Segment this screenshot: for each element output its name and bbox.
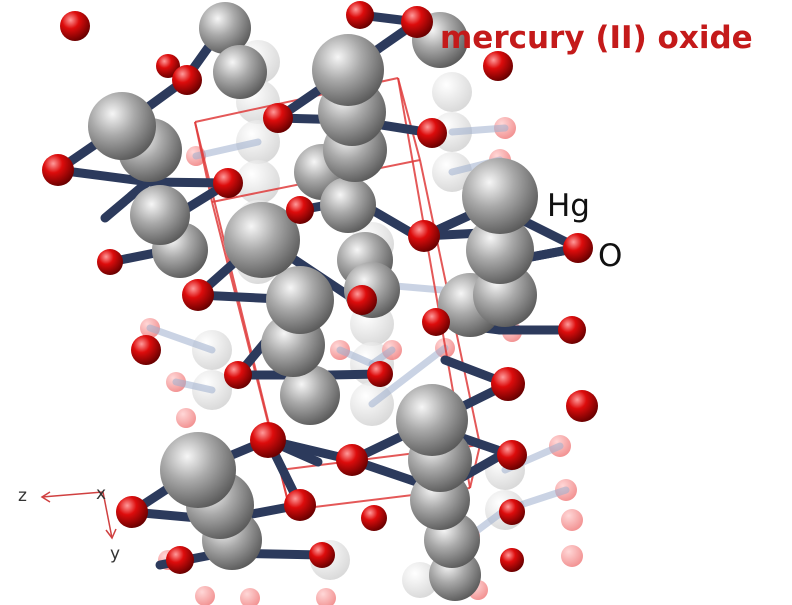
atom-layer <box>42 1 598 601</box>
axis-label-y: y <box>110 544 121 564</box>
axis-y-arrowhead <box>105 528 117 540</box>
o-atom <box>483 51 513 81</box>
hg-atom <box>224 202 300 278</box>
hg-atom <box>462 158 538 234</box>
legend-label-hg: Hg <box>547 188 590 224</box>
o-atom <box>346 1 374 29</box>
o-atom <box>116 496 148 528</box>
o-atom <box>500 548 524 572</box>
hg-atom <box>130 185 190 245</box>
o-atom <box>172 65 202 95</box>
o-atom-distant <box>561 545 583 567</box>
legend-label-o: O <box>598 238 623 274</box>
hg-atom-distant <box>402 562 438 598</box>
o-atom <box>367 361 393 387</box>
o-atom <box>497 440 527 470</box>
o-atom <box>166 546 194 574</box>
axis-z-arrowhead <box>40 491 51 503</box>
o-atom <box>60 11 90 41</box>
hg-atom <box>312 34 384 106</box>
o-atom <box>284 489 316 521</box>
hg-atom <box>320 177 376 233</box>
o-atom <box>42 154 74 186</box>
o-atom <box>286 196 314 224</box>
hg-o-bond <box>100 175 155 223</box>
o-atom <box>224 361 252 389</box>
o-atom <box>156 54 180 78</box>
hg-atom <box>88 92 156 160</box>
o-atom <box>336 444 368 476</box>
diagram-title: mercury (II) oxide <box>440 20 753 56</box>
axis-z-line <box>41 491 104 498</box>
hg-atom-distant <box>432 72 472 112</box>
bond-distant <box>336 346 376 368</box>
o-atom <box>566 390 598 422</box>
axis-label-z: z <box>18 486 27 506</box>
o-atom <box>401 6 433 38</box>
bond-distant <box>448 124 509 136</box>
o-atom-distant <box>561 509 583 531</box>
o-atom-distant <box>316 588 336 605</box>
unit-cell-edge <box>194 121 213 203</box>
o-atom-distant <box>195 586 215 605</box>
axis-indicator <box>40 491 117 540</box>
o-atom <box>417 118 447 148</box>
bond-distant <box>192 138 262 160</box>
o-atom <box>97 249 123 275</box>
o-atom <box>563 233 593 263</box>
o-atom-distant <box>240 588 260 605</box>
o-atom <box>558 316 586 344</box>
o-atom <box>131 335 161 365</box>
hg-atom <box>396 384 468 456</box>
o-atom <box>263 103 293 133</box>
o-atom <box>213 168 243 198</box>
hg-atom <box>266 266 334 334</box>
bond-distant <box>368 346 396 368</box>
o-atom <box>422 308 450 336</box>
o-atom <box>491 367 525 401</box>
hg-atom <box>466 216 534 284</box>
o-atom <box>499 499 525 525</box>
hg-atom <box>280 365 340 425</box>
bond-distant <box>368 344 449 408</box>
hg-atom <box>199 2 251 54</box>
o-atom <box>182 279 214 311</box>
bond-distant <box>146 324 216 354</box>
unit-cell-edge <box>397 77 421 161</box>
hg-atom <box>213 45 267 99</box>
bond-distant <box>172 378 216 394</box>
hg-atom-distant <box>236 160 280 204</box>
axis-y-line <box>102 491 113 539</box>
hg-atom <box>160 432 236 508</box>
axis-label-x: x <box>96 484 107 504</box>
o-atom <box>309 542 335 568</box>
o-atom <box>361 505 387 531</box>
o-atom <box>347 285 377 315</box>
o-atom-distant <box>176 408 196 428</box>
o-atom <box>250 422 286 458</box>
o-atom <box>408 220 440 252</box>
